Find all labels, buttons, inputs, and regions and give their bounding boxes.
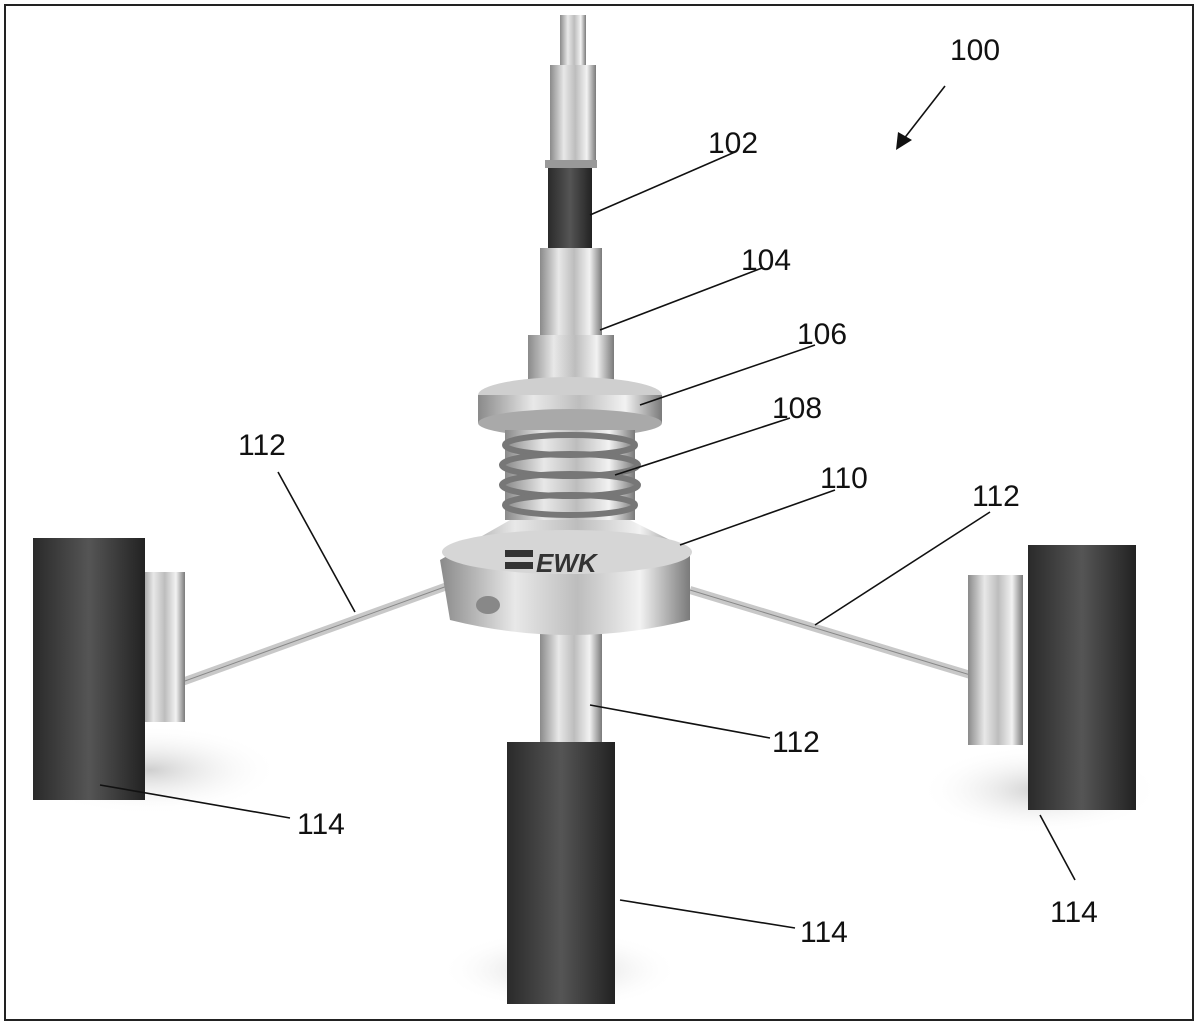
block-left bbox=[33, 538, 185, 800]
label-108: 108 bbox=[772, 392, 822, 425]
block-center bbox=[507, 742, 615, 1004]
label-114-center: 114 bbox=[800, 916, 848, 949]
label-112-right: 112 bbox=[972, 480, 1020, 513]
label-114-left: 114 bbox=[297, 808, 345, 841]
device-logo: EWK bbox=[536, 548, 599, 578]
label-110: 110 bbox=[820, 462, 868, 495]
label-112-left: 112 bbox=[238, 429, 286, 462]
label-112-center: 112 bbox=[772, 726, 820, 759]
label-114-right: 114 bbox=[1050, 896, 1098, 929]
rod-right bbox=[688, 586, 1022, 694]
block-right bbox=[968, 545, 1136, 810]
figure-frame bbox=[4, 4, 1194, 1021]
connector-assembly bbox=[528, 15, 614, 395]
rod-left bbox=[158, 581, 452, 694]
cable bbox=[548, 168, 592, 248]
spring bbox=[499, 430, 641, 520]
label-104: 104 bbox=[741, 244, 791, 277]
svg-text:100: 100 bbox=[950, 34, 1000, 67]
label-106: 106 bbox=[797, 318, 847, 351]
label-102: 102 bbox=[708, 127, 758, 160]
rod-center bbox=[540, 620, 602, 750]
hub: EWK bbox=[440, 520, 692, 635]
nut bbox=[478, 377, 662, 437]
label-100: 100 bbox=[896, 34, 1000, 150]
